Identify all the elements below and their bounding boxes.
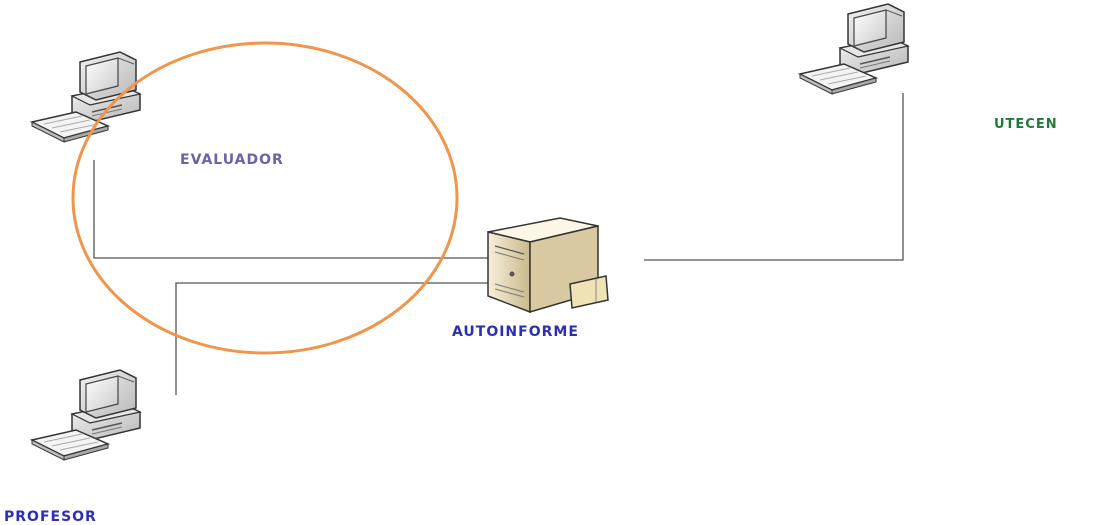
profesor-label: PROFESOR (4, 509, 97, 525)
utecen-computer-icon (799, 3, 909, 95)
link-evaluador-autoinforme (93, 160, 490, 259)
highlight-circle (71, 41, 459, 355)
utecen-label: UTECEN (994, 117, 1058, 132)
profesor-computer-icon (31, 369, 141, 461)
autoinforme-label: AUTOINFORME (452, 324, 579, 340)
link-utecen-autoinforme (644, 93, 904, 261)
autoinforme-server-icon (487, 217, 609, 314)
evaluador-computer-icon (31, 51, 141, 143)
connection-lines (93, 93, 904, 395)
link-profesor-autoinforme (175, 282, 490, 395)
evaluador-label: EVALUADOR (180, 152, 284, 168)
